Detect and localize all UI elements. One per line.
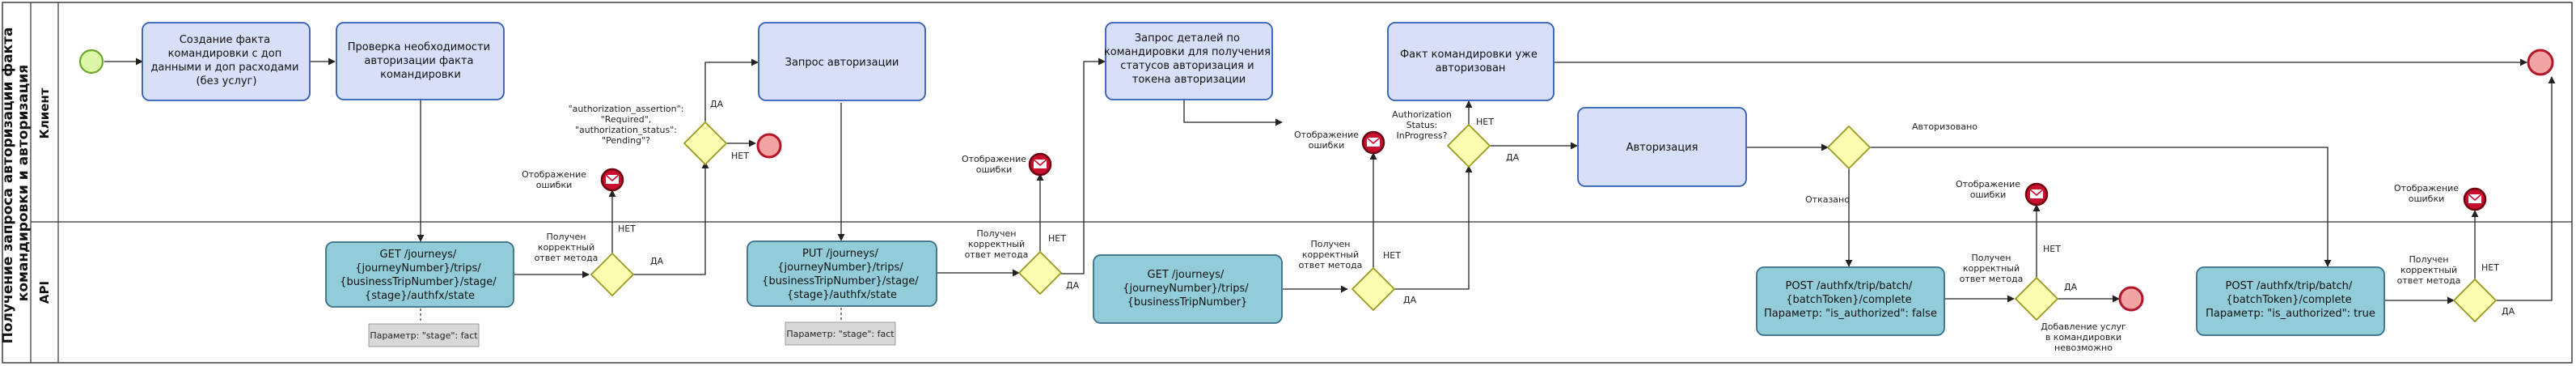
- task-authorization: Авторизация: [1577, 107, 1747, 187]
- gateway: [590, 252, 635, 297]
- flow-label-yes: ДА: [2502, 306, 2515, 317]
- flow-label-yes: ДА: [1506, 152, 1520, 163]
- flow-label-no: НЕТ: [1383, 250, 1401, 261]
- task-get-trip: GET /journeys/ {journeyNumber}/trips/ {b…: [1093, 254, 1283, 324]
- task-request-authorization: Запрос авторизации: [758, 22, 926, 101]
- svg-text:Запрос деталей по команд: Запрос деталей по командировки для получ…: [1104, 32, 1274, 86]
- gateway-label: "authorization_assertion":"Required","au…: [569, 104, 684, 146]
- envelope-icon: [1034, 160, 1047, 168]
- envelope-icon: [1367, 138, 1380, 147]
- flow: [2496, 76, 2556, 301]
- flow-label-no: НЕТ: [2481, 262, 2499, 273]
- gateway: [2014, 276, 2059, 321]
- svg-text:Создание факта командиро: Создание факта командировки с доп данным…: [150, 34, 302, 87]
- svg-text:PUT /journeys/ {journeyN: PUT /journeys/ {journeyNumber}/trips/ {b…: [762, 248, 922, 301]
- flow-labels: НЕТ ДА ДА НЕТ НЕТ ДА НЕТ ДА НЕТ ДА Автор…: [618, 99, 2515, 317]
- gateway: [683, 121, 728, 166]
- task-put-auth-state: PUT /journeys/ {journeyNumber}/trips/ {b…: [747, 240, 937, 307]
- error-end-event: [2463, 187, 2487, 211]
- flow-label-yes: ДА: [2064, 282, 2078, 292]
- flow-label-refused: Отказано: [1805, 194, 1850, 205]
- error-end-event: [2024, 182, 2049, 206]
- error-end-event: [1028, 152, 1052, 177]
- flow-label-yes: ДА: [710, 99, 724, 109]
- end-event: [2118, 286, 2144, 312]
- svg-text:Параметр: "stage": fact: Параметр: "stage": fact: [370, 330, 478, 341]
- flow: [1393, 165, 1473, 290]
- svg-text:Запрос авторизации: Запрос авторизации: [785, 57, 899, 69]
- pool-label: Получение запроса авторизации факта кома…: [0, 23, 32, 344]
- flow-label-no: НЕТ: [731, 151, 749, 161]
- svg-text:GET /journeys/ {journeyN: GET /journeys/ {journeyNumber}/trips/ {b…: [340, 249, 500, 302]
- task-complete-false: POST /authfx/trip/batch/ {batchToken}/co…: [1756, 266, 1945, 336]
- task-create-fact: Создание факта командировки с доп данным…: [142, 22, 311, 101]
- error-end-event: [1361, 130, 1385, 155]
- svg-text:Проверка необходимости а: Проверка необходимости авторизации факта…: [348, 41, 493, 81]
- envelope-icon: [2468, 194, 2481, 203]
- flow: [704, 58, 759, 124]
- gateway: [1351, 266, 1396, 312]
- svg-text:GET /journeys/ {journeyN: GET /journeys/ {journeyNumber}/trips/ {b…: [1123, 269, 1252, 309]
- flow-label-no: НЕТ: [618, 223, 636, 234]
- end-event: [2527, 49, 2554, 76]
- gateway: [2452, 278, 2498, 323]
- flow-label-no: НЕТ: [1476, 117, 1494, 127]
- envelope-icon: [606, 175, 619, 184]
- annotation: Параметр: "stage": fact: [785, 308, 896, 346]
- svg-text:POST /authfx/trip/batch/: POST /authfx/trip/batch/ {batchToken}/co…: [1764, 280, 1937, 320]
- svg-text:POST /authfx/trip/batch/: POST /authfx/trip/batch/ {batchToken}/co…: [2206, 280, 2375, 320]
- flow-label-no: НЕТ: [1048, 233, 1066, 244]
- start-event: [78, 49, 104, 74]
- task-check-authorization: Проверка необходимости авторизации факта…: [336, 22, 505, 100]
- flow: [633, 161, 709, 275]
- flow-label-yes: ДА: [650, 256, 664, 266]
- gateway: [1017, 250, 1063, 296]
- task-request-trip-details: Запрос деталей по командировки для получ…: [1104, 22, 1274, 100]
- flow-label-authorized: Авторизовано: [1912, 121, 1977, 132]
- lane-label-client: Клиент: [37, 87, 52, 138]
- task-get-auth-state: GET /journeys/ {journeyNumber}/trips/ {b…: [325, 241, 514, 308]
- svg-text:Факт командировки уже ав: Факт командировки уже авторизован: [1400, 49, 1541, 74]
- flow: [1870, 147, 2332, 267]
- svg-text:Параметр: "stage": fact: Параметр: "stage": fact: [786, 329, 895, 339]
- error-end-event: [600, 168, 624, 192]
- gateway: [1446, 123, 1491, 168]
- annotation: Параметр: "stage": fact: [368, 309, 480, 347]
- flow-label-yes: ДА: [1066, 280, 1080, 291]
- svg-text:Авторизация: Авторизация: [1626, 142, 1698, 154]
- flow: [1061, 57, 1106, 274]
- gateway: [1826, 125, 1872, 170]
- task-complete-true: POST /authfx/trip/batch/ {batchToken}/co…: [2196, 266, 2385, 336]
- flow-label-yes: ДА: [1403, 295, 1417, 305]
- lane-label-api: API: [37, 281, 52, 304]
- envelope-icon: [2030, 189, 2043, 198]
- end-event: [756, 133, 782, 159]
- gateways: [590, 121, 2498, 323]
- flow-label-no: НЕТ: [2043, 244, 2061, 254]
- task-already-authorized: Факт командировки уже авторизован: [1387, 22, 1554, 101]
